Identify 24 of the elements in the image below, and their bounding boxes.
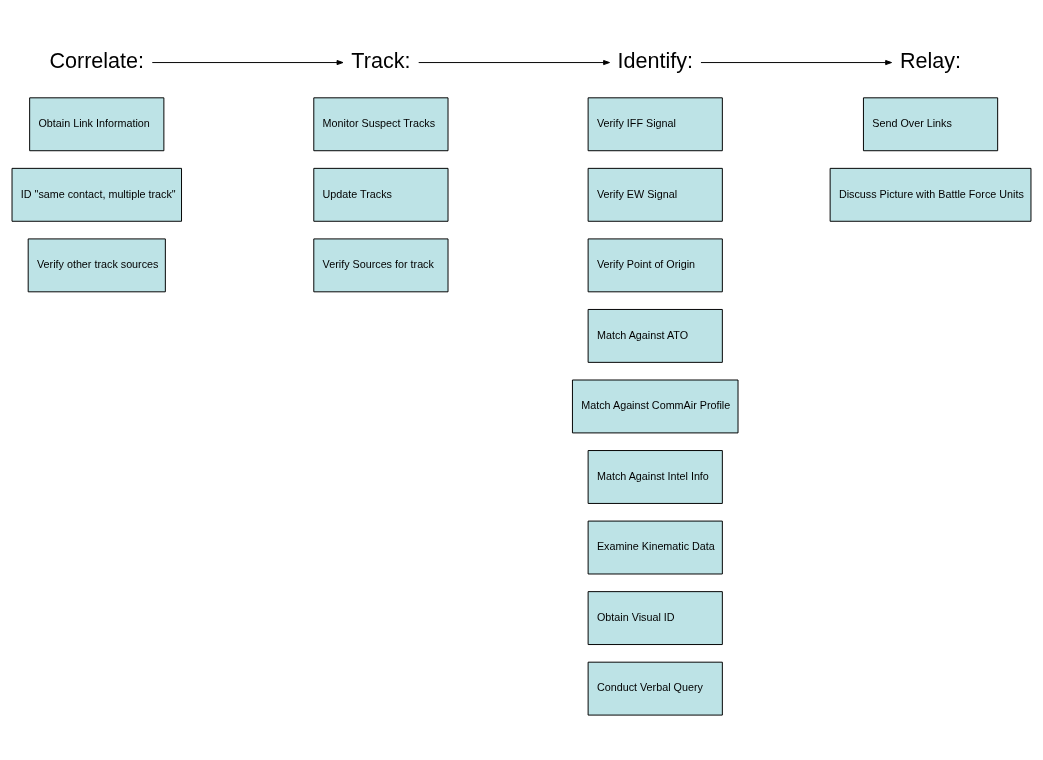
node-box: ID "same contact, multiple track" (11, 167, 182, 222)
node-box: Obtain Link Information (29, 97, 165, 152)
node-box: Verify other track sources (27, 238, 166, 293)
node-box: Discuss Picture with Battle Force Units (829, 167, 1032, 222)
arrow (418, 60, 610, 66)
node-box: Verify EW Signal (587, 167, 723, 222)
node-text: Track: (351, 48, 411, 74)
node-box: Match Against CommAir Profile (571, 379, 739, 434)
node-box: Verify IFF Signal (587, 97, 723, 152)
node-box: Monitor Suspect Tracks (313, 97, 449, 152)
arrow (700, 60, 893, 66)
node-box: Examine Kinematic Data (587, 520, 723, 575)
node-text: Correlate: (49, 48, 145, 74)
node-box: Match Against ATO (587, 308, 723, 363)
node-box: Update Tracks (313, 167, 449, 222)
node-box: Verify Sources for track (313, 238, 449, 293)
node-text: Relay: (900, 48, 962, 74)
node-text: Identify: (617, 48, 693, 74)
node-box: Match Against Intel Info (587, 450, 723, 504)
node-box: Conduct Verbal Query (587, 661, 723, 716)
node-box: Verify Point of Origin (587, 238, 723, 293)
node-box: Send Over Links (862, 97, 999, 152)
node-box: Obtain Visual ID (587, 591, 723, 646)
arrow (151, 60, 344, 66)
